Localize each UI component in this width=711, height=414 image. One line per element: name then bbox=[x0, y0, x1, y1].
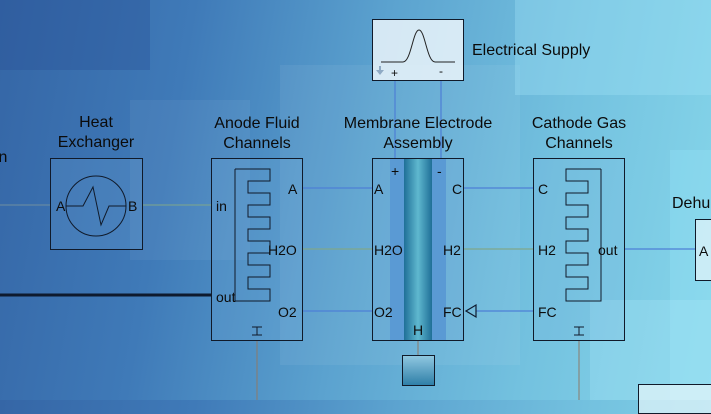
mea-left-electrode bbox=[390, 159, 404, 340]
anode-port-in: in bbox=[216, 198, 227, 214]
anode-fluid-channels-block[interactable]: in out A H2O O2 bbox=[211, 158, 303, 341]
cathode-gas-channels-block[interactable]: C H2 FC out bbox=[533, 158, 625, 341]
mea-port-h2o: H2O bbox=[374, 242, 403, 258]
channel-icon bbox=[565, 168, 602, 336]
cathode-port-h2: H2 bbox=[538, 242, 556, 258]
mea-port-h: H bbox=[413, 322, 424, 338]
thermal-mass-block[interactable] bbox=[402, 355, 435, 386]
anode-port-h2o: H2O bbox=[268, 242, 297, 258]
mea-port-a: A bbox=[374, 181, 384, 197]
anode-port-out: out bbox=[216, 289, 236, 305]
bg-tile bbox=[515, 0, 711, 95]
mea-membrane bbox=[404, 159, 432, 340]
pulse-waveform-icon bbox=[376, 29, 455, 75]
mea-port-minus: - bbox=[437, 163, 442, 179]
heat-exchanger-icon bbox=[65, 175, 127, 237]
mea-label: Membrane Electrode Assembly bbox=[343, 115, 493, 152]
cathode-port-out: out bbox=[598, 242, 618, 258]
cathode-port-fc: FC bbox=[538, 304, 557, 320]
hx-port-a: A bbox=[56, 198, 66, 214]
dehumidifier-block[interactable]: A bbox=[695, 219, 711, 281]
heat-exchanger-block[interactable]: A B bbox=[50, 158, 143, 250]
dehu-port-a: A bbox=[699, 243, 709, 259]
electrical-supply-block[interactable]: + - bbox=[372, 19, 464, 81]
supply-port-minus: - bbox=[439, 64, 443, 78]
bg-tile bbox=[0, 0, 150, 70]
electrical-supply-label: Electrical Supply bbox=[472, 42, 591, 59]
dehumidifier-label: Dehu bbox=[672, 195, 711, 212]
bg-tile bbox=[590, 300, 711, 400]
hx-port-b: B bbox=[128, 198, 138, 214]
mea-port-fc: FC bbox=[443, 304, 462, 320]
mea-block[interactable]: + - A H2O O2 C H2 FC H bbox=[372, 158, 464, 341]
anode-port-o2: O2 bbox=[278, 304, 297, 320]
cathode-port-c: C bbox=[538, 181, 549, 197]
anode-label: Anode Fluid Channels bbox=[214, 115, 300, 152]
mea-port-h2: H2 bbox=[443, 242, 461, 258]
connection-wires bbox=[0, 80, 696, 400]
partial-block[interactable] bbox=[638, 384, 711, 414]
left-partial-label: n bbox=[0, 149, 8, 166]
mea-right-electrode bbox=[432, 159, 446, 340]
cathode-label: Cathode Gas Channels bbox=[531, 115, 627, 152]
mea-port-plus: + bbox=[391, 163, 400, 179]
heat-exchanger-label: Heat Exchanger bbox=[57, 114, 135, 151]
anode-port-a: A bbox=[288, 181, 298, 197]
bg-tile bbox=[130, 100, 250, 260]
mea-port-o2: O2 bbox=[374, 304, 393, 320]
channel-icon bbox=[234, 168, 271, 336]
mea-port-c: C bbox=[452, 181, 463, 197]
supply-port-plus: + bbox=[391, 66, 399, 80]
